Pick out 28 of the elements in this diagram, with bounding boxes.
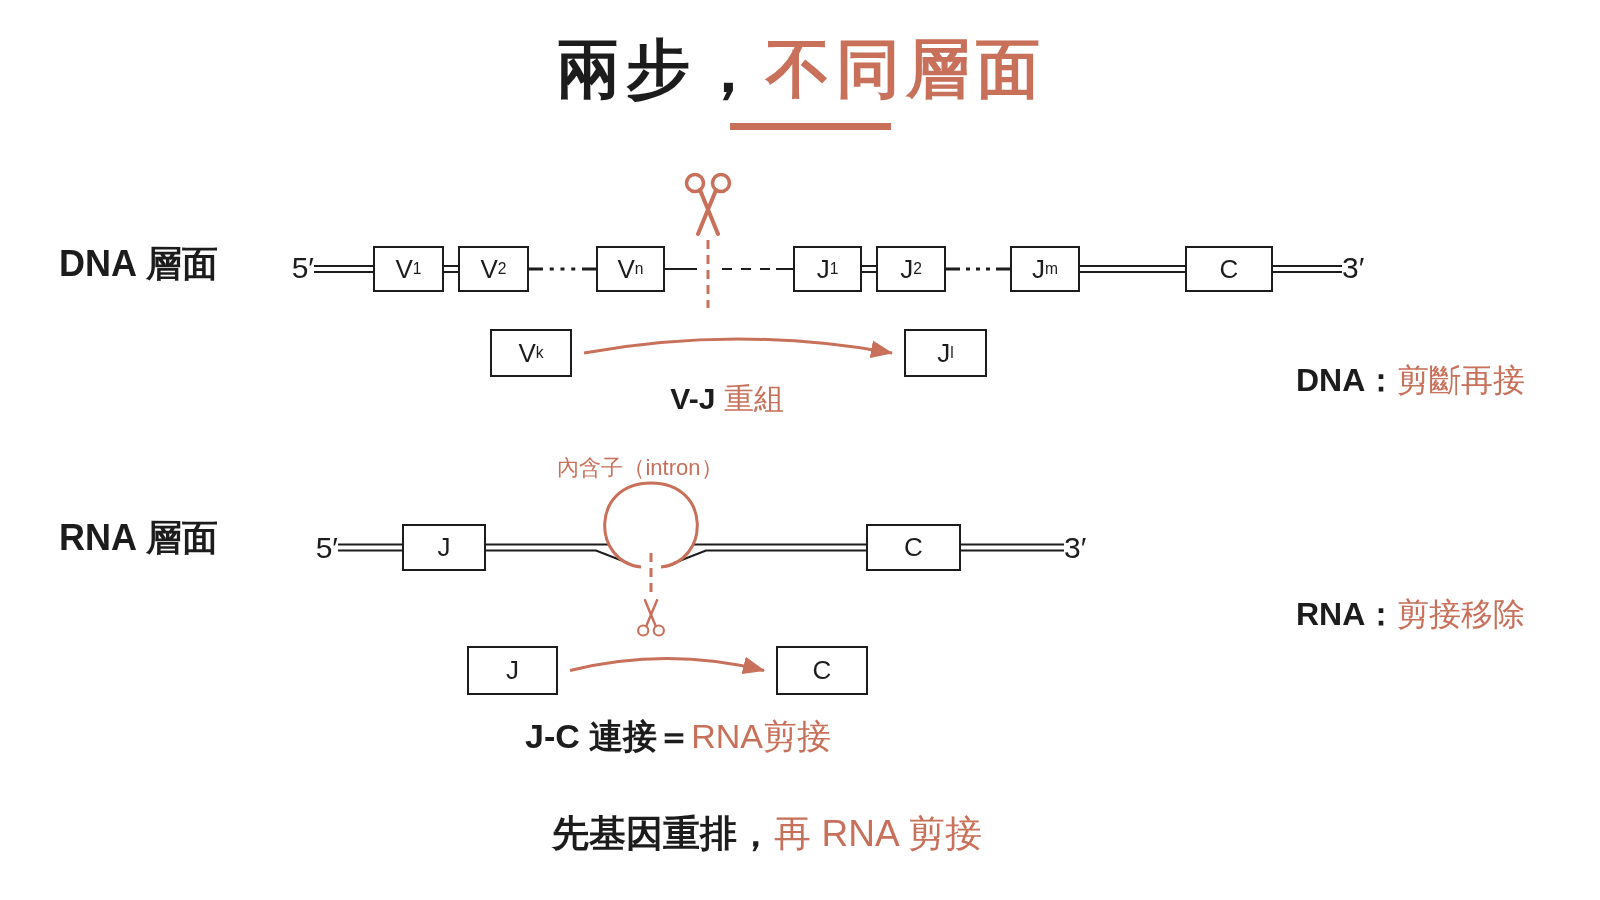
caption: 先基因重排，再 RNA 剪接: [552, 812, 982, 856]
strand-line: [960, 543, 1065, 552]
strand-line: [313, 265, 374, 273]
summary-note: RNA：剪接移除: [1296, 595, 1526, 634]
gene-segment-box: C: [776, 646, 868, 695]
gene-segment-box: J: [402, 524, 486, 571]
title: 兩步，不同層面: [556, 32, 1046, 107]
strand-end-label: 5′: [315, 530, 338, 566]
gene-segment-box: C: [1185, 246, 1273, 292]
loop-label: 內含子（intron）: [557, 455, 723, 481]
strand-end-label: 3′: [1342, 250, 1365, 286]
strand-line: [529, 267, 596, 271]
row-heading: RNA 層面: [59, 515, 218, 560]
strand-line: [443, 265, 459, 273]
strand-line: [861, 265, 877, 273]
strand-line: [1272, 265, 1343, 273]
arrow: [569, 657, 765, 675]
strand-end-label: 5′: [291, 250, 314, 286]
strand-end-label: 3′: [1064, 530, 1087, 566]
strand-line: [337, 543, 403, 552]
row-heading: DNA 層面: [59, 241, 218, 286]
gene-segment-box: J: [467, 646, 558, 695]
gene-segment-box: C: [866, 524, 961, 571]
arrow: [583, 337, 893, 359]
strand-line: [1079, 265, 1186, 273]
strand-line: [946, 267, 1010, 271]
strand-line: [664, 268, 794, 270]
summary-note: DNA：剪斷再接: [1296, 361, 1526, 400]
